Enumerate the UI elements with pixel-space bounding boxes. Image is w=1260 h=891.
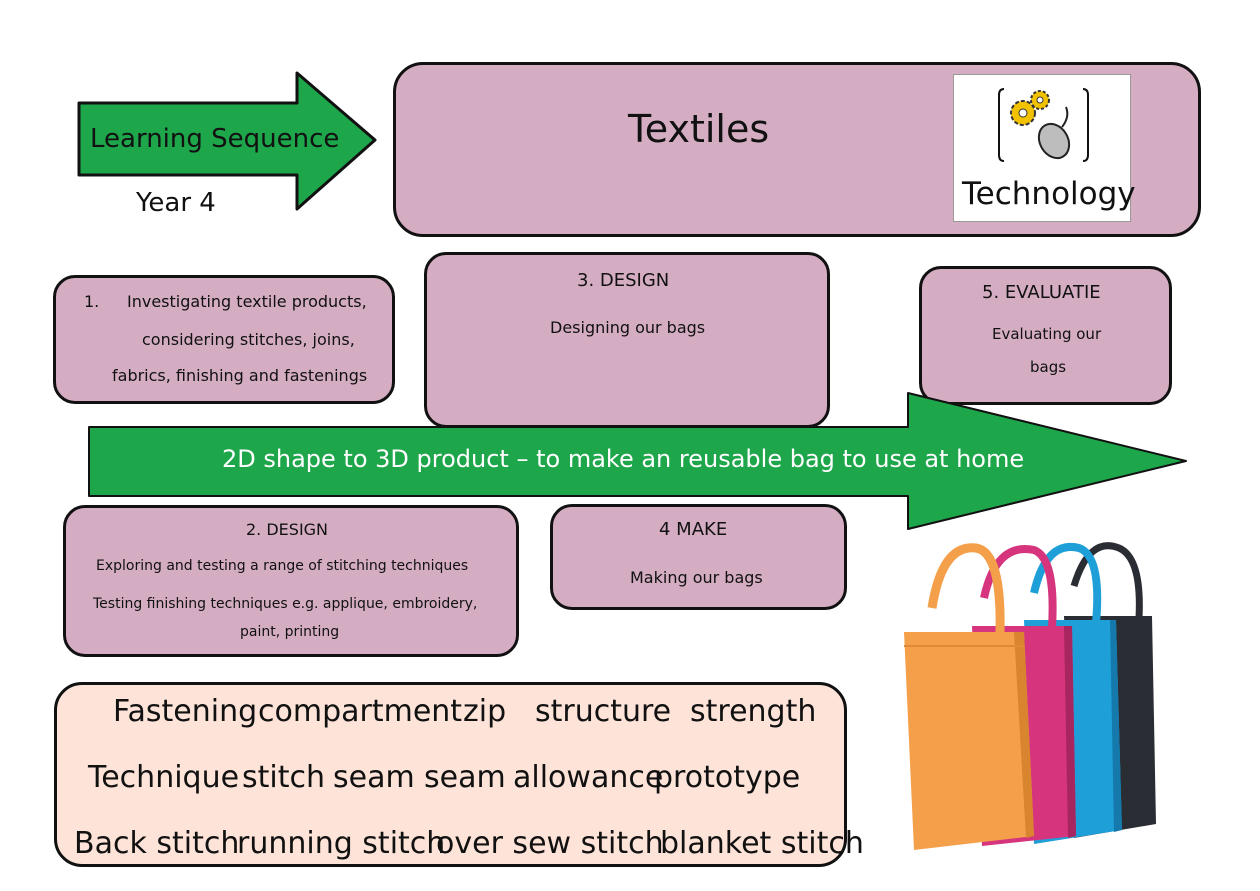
page-title: Textiles [628, 107, 770, 151]
step-4-heading: 4 MAKE [659, 519, 728, 540]
step-2-line-3: paint, printing [240, 624, 340, 640]
vocab-word: structure [535, 694, 672, 729]
step-5-line-1: Evaluating our [992, 325, 1102, 343]
vocab-word: Fastening [113, 694, 258, 729]
learning-sequence-arrow [77, 71, 377, 211]
step-2-heading: 2. DESIGN [246, 520, 329, 539]
vocab-word: blanket stitch [660, 826, 864, 861]
step-2-line-1: Exploring and testing a range of stitchi… [96, 558, 469, 574]
vocab-word: seam [424, 760, 506, 795]
vocab-word: Back stitch [74, 826, 240, 861]
step-5-heading: 5. EVALUATIE [982, 282, 1101, 303]
technology-logo: Technology [953, 74, 1136, 222]
learning-sequence-label: Learning Sequence [90, 124, 340, 154]
banner-text: 2D shape to 3D product – to make an reus… [222, 445, 1025, 473]
learning-arrow-icon [77, 71, 377, 211]
step-4-panel [550, 504, 847, 610]
vocab-word: seam [333, 760, 415, 795]
step-2-panel [63, 505, 519, 657]
bags-image [904, 542, 1156, 850]
vocab-word: zip [463, 694, 507, 729]
vocab-word: compartment [258, 694, 463, 729]
vocabulary-panel [54, 682, 847, 867]
vocab-word: allowance [513, 760, 664, 795]
computer-mouse-icon [1037, 106, 1071, 160]
step-3-line-1: Designing our bags [550, 318, 706, 337]
vocab-word: Technique [88, 760, 240, 795]
vocab-word: strength [690, 694, 817, 729]
vocab-word: running stitch [237, 826, 446, 861]
step-1-line-3: fabrics, finishing and fastenings [112, 366, 368, 385]
step-1-line-2: considering stitches, joins, [142, 330, 355, 349]
step-2-line-2: Testing finishing techniques e.g. appliq… [93, 596, 478, 612]
step-1-line-1: Investigating textile products, [127, 292, 367, 311]
gears-icon [1010, 90, 1050, 126]
vocab-word: stitch [242, 760, 325, 795]
year-label: Year 4 [136, 188, 216, 218]
step-1-number: 1. [84, 292, 100, 311]
vocab-word: over sew stitch [436, 826, 664, 861]
technology-label: Technology [962, 176, 1136, 212]
banner-arrow [88, 392, 1187, 530]
banner-arrow-icon [88, 392, 1187, 530]
vocab-word: prototype [654, 760, 801, 795]
step-5-line-2: bags [1030, 358, 1067, 376]
step-3-heading: 3. DESIGN [577, 270, 670, 291]
step-5-panel [919, 266, 1172, 405]
step-1-panel [53, 275, 395, 404]
step-3-panel [424, 252, 830, 428]
step-4-line-1: Making our bags [630, 568, 763, 587]
